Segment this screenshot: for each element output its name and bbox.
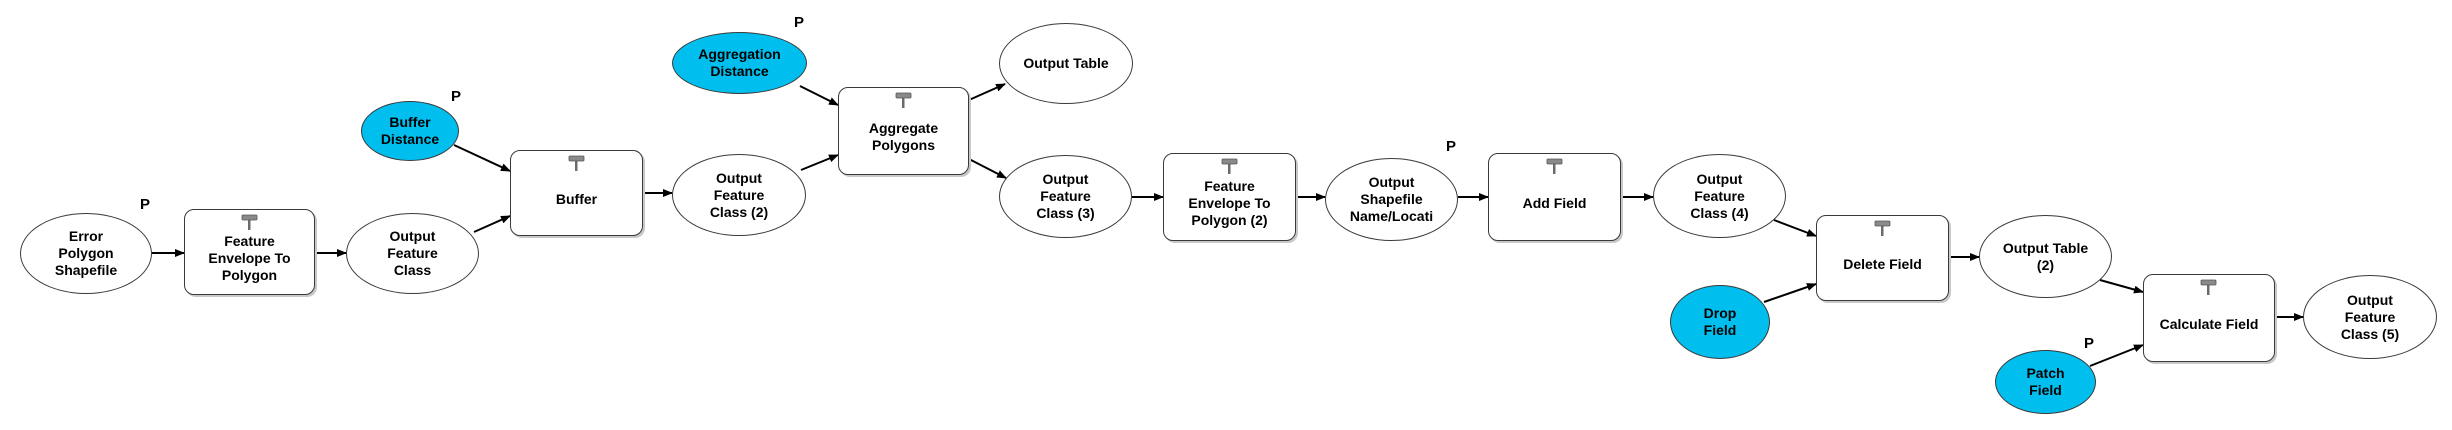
node-output-shapefile-name-location[interactable]: Output Shapefile Name/Locati [1325,158,1458,241]
param-marker-error-polygon-shapefile: P [140,196,151,213]
tool-aggregate-polygons[interactable]: Aggregate Polygons [838,87,969,175]
connector-aggdist-to-aggregate [799,85,839,106]
tool-add-field[interactable]: Add Field [1488,153,1621,241]
tool-label: Aggregate Polygons [868,120,939,153]
connector-output4-to-deletefield [1773,219,1817,237]
tool-label: Add Field [1522,194,1587,211]
tool-feature-envelope-to-polygon-2[interactable]: Feature Envelope To Polygon (2) [1163,153,1296,241]
tool-label: Feature Envelope To Polygon (2) [1188,177,1271,228]
node-output-table[interactable]: Output Table [999,23,1133,104]
hammer-icon [568,155,584,171]
hammer-icon [1874,220,1890,236]
hammer-icon [895,92,911,108]
tool-label: Calculate Field [2159,315,2259,332]
hammer-icon [1221,158,1237,174]
node-output-feature-class-5[interactable]: Output Feature Class (5) [2303,275,2437,359]
param-marker-output-shapefile: P [1446,138,1457,155]
hammer-icon [1546,158,1562,174]
tool-label: Delete Field [1843,255,1922,272]
node-error-polygon-shapefile[interactable]: Error Polygon Shapefile [20,213,152,294]
tool-delete-field[interactable]: Delete Field [1816,215,1949,301]
connector-bufferdist-to-buffer [453,144,511,172]
node-output-table-2[interactable]: Output Table (2) [1979,215,2112,298]
node-drop-field[interactable]: Drop Field [1670,285,1770,359]
node-output-feature-class-4[interactable]: Output Feature Class (4) [1653,154,1786,238]
node-aggregation-distance[interactable]: Aggregation Distance [672,32,807,94]
tool-feature-envelope-to-polygon[interactable]: Feature Envelope To Polygon [184,209,315,295]
tool-calculate-field[interactable]: Calculate Field [2143,274,2275,362]
connector-dropfield-to-deletefield [1763,283,1817,303]
hammer-icon [2200,279,2217,295]
param-marker-patch-field: P [2084,335,2095,352]
node-buffer-distance[interactable]: Buffer Distance [361,101,459,161]
node-output-feature-class[interactable]: Output Feature Class [346,213,479,294]
tool-buffer[interactable]: Buffer [510,150,643,236]
hammer-icon [241,214,257,230]
tool-label: Buffer [555,190,598,207]
connector-table2-to-calculate [2099,279,2144,294]
connector-output2-to-aggregate [800,154,839,171]
connector-output-to-buffer [473,215,511,233]
node-output-feature-class-2[interactable]: Output Feature Class (2) [672,154,806,236]
param-marker-aggregation-distance: P [794,14,805,31]
connector-patchfield-to-calculate [2089,344,2144,367]
node-patch-field[interactable]: Patch Field [1995,350,2096,414]
connector-aggregate-to-table [968,83,1006,101]
param-marker-buffer-distance: P [451,88,462,105]
connector-aggregate-to-output3 [968,158,1007,179]
node-output-feature-class-3[interactable]: Output Feature Class (3) [999,155,1132,238]
tool-label: Feature Envelope To Polygon [208,232,291,283]
